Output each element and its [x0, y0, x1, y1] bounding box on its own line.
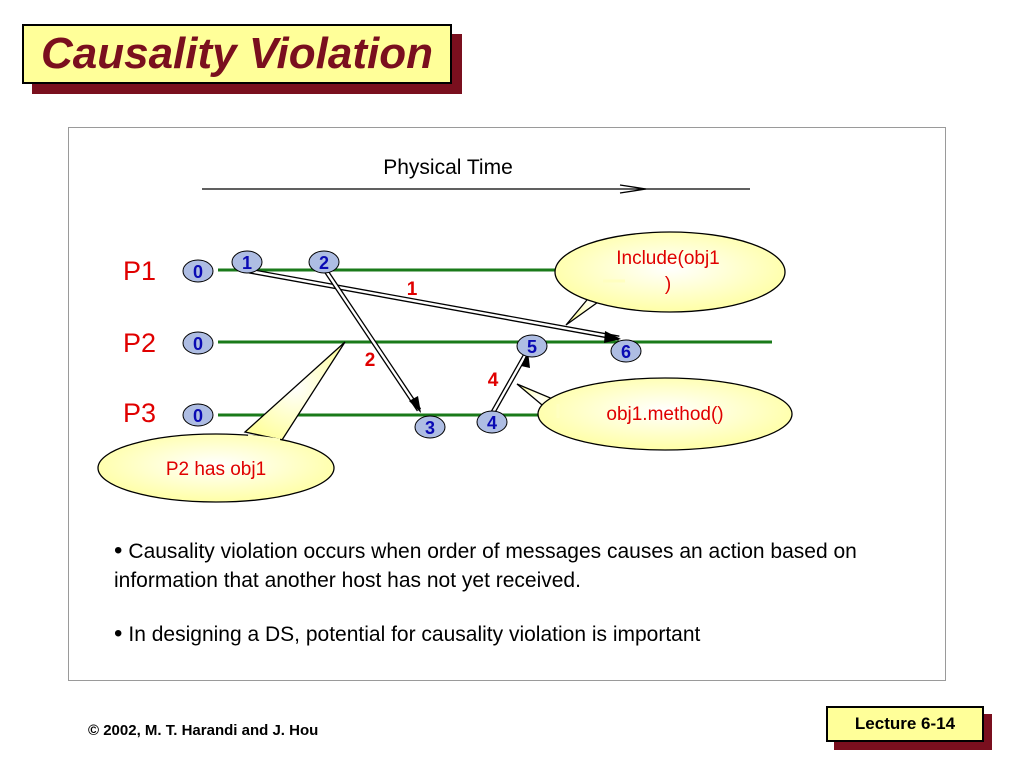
- svg-text:1: 1: [242, 253, 252, 273]
- svg-text:0: 0: [193, 262, 203, 282]
- slide-title: Causality Violation: [40, 29, 433, 78]
- svg-text:5: 5: [527, 337, 537, 357]
- content-panel: [68, 127, 946, 681]
- time-axis-arrowhead: [619, 184, 647, 194]
- callout-include: Include(obj1 ): [554, 231, 786, 326]
- callout-p2-has-text: P2 has obj1: [166, 459, 266, 480]
- event-4: 4: [476, 410, 508, 434]
- svg-text:3: 3: [425, 418, 435, 438]
- message-label-1: 1: [407, 279, 418, 300]
- title-box: Causality Violation: [22, 24, 452, 84]
- physical-time-label: Physical Time: [383, 156, 513, 179]
- callout-include-text-1: Include(obj1: [616, 248, 720, 269]
- callout-method-text: obj1.method(): [606, 404, 723, 425]
- bullet-dot: •: [114, 537, 123, 564]
- svg-text:6: 6: [621, 342, 631, 362]
- message-label-2: 2: [365, 350, 376, 371]
- process-label-p1: P1: [123, 256, 156, 286]
- copyright-footer: © 2002, M. T. Harandi and J. Hou: [88, 722, 319, 739]
- svg-text:2: 2: [319, 253, 329, 273]
- bullet-item-1: •Causality violation occurs when order o…: [114, 536, 914, 595]
- callout-include-text-2: ): [665, 274, 671, 295]
- event-1: 1: [231, 250, 263, 274]
- bullet-text-1: Causality violation occurs when order of…: [114, 540, 857, 592]
- event-6: 6: [610, 339, 642, 363]
- callout-method: obj1.method(): [516, 377, 793, 451]
- initial-clock-p1: 0: [182, 259, 214, 283]
- event-5: 5: [516, 334, 548, 358]
- lecture-badge: Lecture 6-14: [826, 706, 984, 742]
- callout-p2-has: P2 has obj1: [97, 341, 346, 503]
- svg-text:0: 0: [193, 406, 203, 426]
- event-2: 2: [308, 250, 340, 274]
- bullet-item-2: •In designing a DS, potential for causal…: [114, 619, 914, 649]
- initial-clock-p3: 0: [182, 403, 214, 427]
- svg-text:0: 0: [193, 334, 203, 354]
- bullet-text-2: In designing a DS, potential for causali…: [128, 623, 701, 646]
- process-label-p3: P3: [123, 398, 156, 428]
- message-label-4: 4: [488, 370, 499, 391]
- bullet-dot: •: [114, 620, 123, 647]
- message-2: [323, 269, 422, 413]
- process-label-p2: P2: [123, 328, 156, 358]
- svg-text:4: 4: [487, 413, 497, 433]
- message-1: [248, 268, 621, 343]
- initial-clock-p2: 0: [182, 331, 214, 355]
- event-3: 3: [414, 415, 446, 439]
